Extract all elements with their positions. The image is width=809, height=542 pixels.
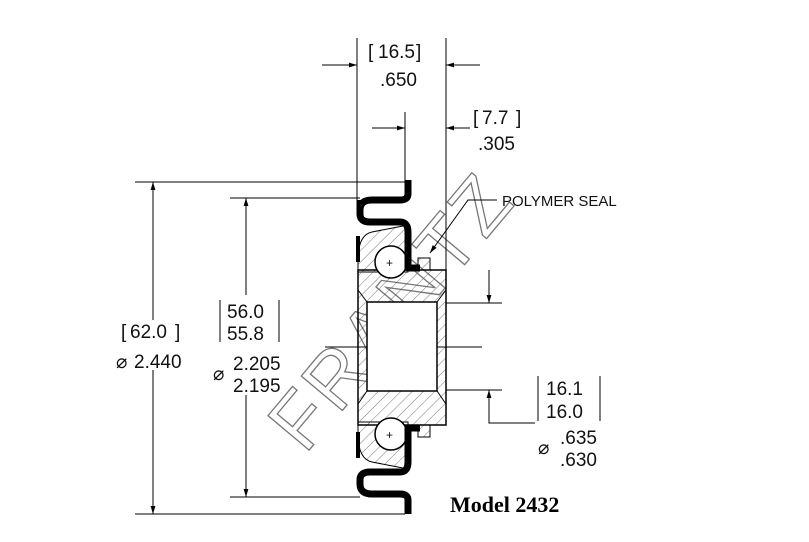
svg-text:7.7: 7.7: [482, 108, 508, 129]
svg-text:56.0: 56.0: [227, 302, 264, 323]
svg-text:2.205: 2.205: [233, 354, 281, 375]
model-label: Model 2432: [450, 492, 559, 517]
dimension-outer-diameter: [ 62.0 ] ⌀ 2.440: [116, 181, 405, 515]
ball: +: [374, 245, 408, 279]
svg-text:]: ]: [516, 108, 521, 129]
svg-text:[: [: [473, 108, 479, 129]
polymer-seal: [417, 257, 431, 271]
svg-text:2.195: 2.195: [233, 376, 281, 397]
svg-text:16.5: 16.5: [378, 42, 415, 63]
svg-text:16.1: 16.1: [546, 379, 583, 400]
svg-text:.630: .630: [560, 450, 597, 471]
svg-text:⌀: ⌀: [213, 364, 224, 385]
svg-text:⌀: ⌀: [116, 352, 127, 373]
polymer-seal-callout: POLYMER SEAL: [429, 193, 617, 254]
svg-text:.650: .650: [380, 70, 417, 91]
svg-text:]: ]: [416, 42, 421, 63]
svg-text:POLYMER SEAL: POLYMER SEAL: [502, 193, 617, 210]
flange: [356, 180, 420, 514]
svg-text:⌀: ⌀: [538, 438, 549, 459]
inner-ring: [357, 269, 447, 426]
dimension-inner-offset: [ 7.7 ] .305: [372, 108, 521, 180]
svg-text:16.0: 16.0: [546, 402, 583, 423]
svg-text:[: [: [368, 42, 374, 63]
svg-text:2.440: 2.440: [134, 352, 182, 373]
svg-text:62.0: 62.0: [130, 322, 167, 343]
svg-text:]: ]: [175, 322, 180, 343]
dimension-bore-diameter: 16.1 16.0 ⌀ .635 .630: [446, 270, 601, 471]
svg-text:.305: .305: [478, 134, 515, 155]
ball: +: [374, 417, 408, 451]
svg-text:[: [: [121, 322, 127, 343]
svg-text:+: +: [386, 256, 393, 270]
dimension-housing-diameter: 56.0 55.8 ⌀ 2.205 2.195: [213, 197, 360, 498]
svg-text:+: +: [386, 428, 393, 442]
svg-text:55.8: 55.8: [227, 324, 264, 345]
svg-text:.635: .635: [560, 428, 597, 449]
